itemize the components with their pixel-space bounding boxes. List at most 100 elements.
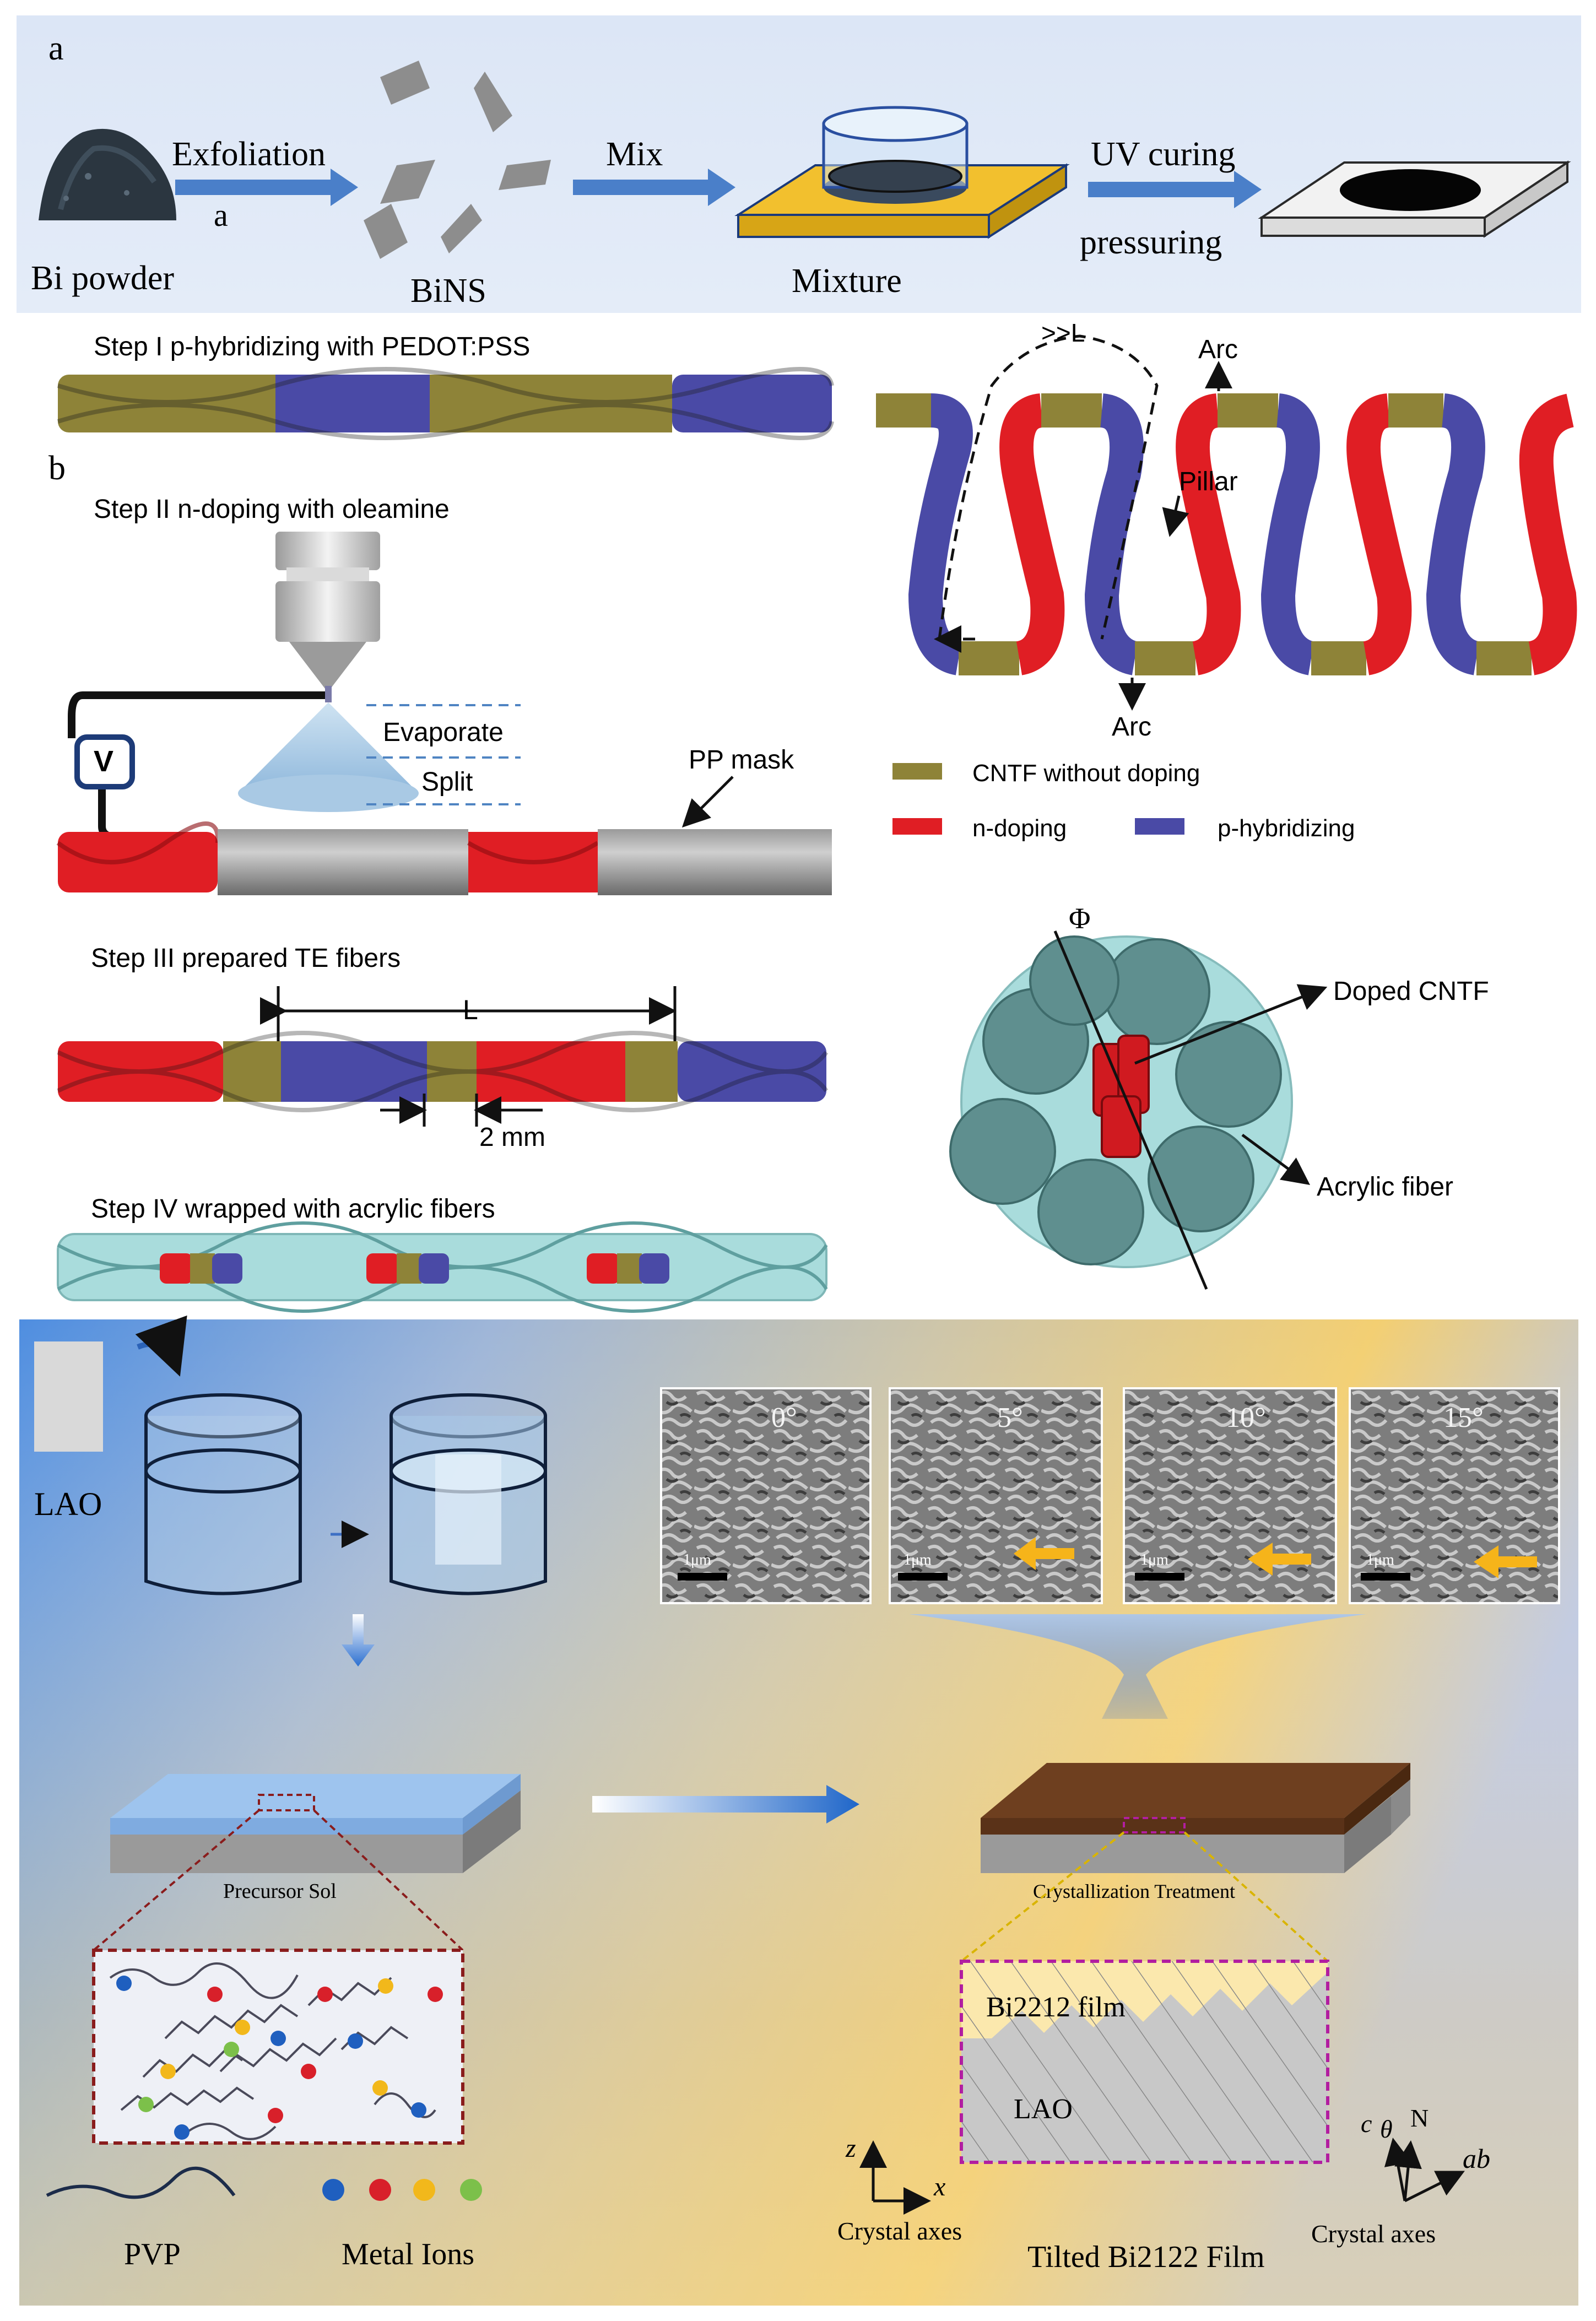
axis-n-label: N (1410, 2104, 1429, 2132)
doped-cntf-label: Doped CNTF (1333, 977, 1489, 1006)
panel-a-sublabel: a (214, 197, 228, 233)
evaporate-label: Evaporate (383, 718, 504, 747)
uv-curing-label: UV curing (1091, 136, 1235, 173)
spray-zone-lines (366, 704, 521, 805)
wrapped-core-2 (366, 1253, 449, 1284)
panel-c: c LAO Precursor Sol (19, 1315, 1578, 2306)
doped-cntf-pointer (1134, 984, 1328, 1065)
film-zoom-right (1183, 1831, 1329, 1962)
ion-swatch-blue (322, 2179, 344, 2201)
ion-swatch-yellow (413, 2179, 435, 2201)
ions-in-sol (116, 1976, 443, 2140)
film-zoom-left (960, 1831, 1125, 1962)
tilted-film-caption: Tilted Bi2122 Film (1027, 2240, 1265, 2274)
precursor-plate (110, 1774, 521, 1873)
crystal-axes-right (1384, 2138, 1465, 2203)
precursor-zoom-left (93, 1809, 260, 1951)
precursor-label: Precursor Sol (223, 1880, 337, 1903)
phi-label: Φ (1069, 902, 1090, 935)
bins-flakes (364, 61, 551, 259)
precursor-zoom-box (92, 1949, 464, 2145)
ion-swatch-red (369, 2179, 391, 2201)
arc-top-label: Arc (1198, 335, 1238, 364)
legend-swatch-n-doping (892, 818, 942, 835)
sem-tilt-arrow-10 (1248, 1543, 1311, 1576)
mixture-label: Mixture (792, 262, 902, 300)
axis-z-label: z (845, 2134, 856, 2163)
fiber-step4 (57, 1221, 828, 1313)
metal-ions-label: Metal Ions (342, 2237, 474, 2271)
wrapped-core-3 (587, 1253, 669, 1284)
dip-arrow (135, 1315, 187, 1377)
two-mm-dimension (380, 1094, 543, 1127)
axis-theta-label: θ (1380, 2115, 1393, 2143)
axis-c-label: c (1361, 2109, 1372, 2138)
sem-angle-15: 15° (1443, 1402, 1484, 1433)
sem-scale-15: 1μm (1366, 1551, 1394, 1568)
exfoliation-label: Exfoliation (172, 136, 326, 173)
film-layer-label: Bi2212 film (986, 1992, 1126, 2023)
bi-powder-heap (39, 128, 176, 220)
fiber-step3 (57, 1031, 829, 1112)
lao-substrate (34, 1341, 103, 1452)
sem-tilt-arrow-15 (1474, 1545, 1537, 1578)
crystallized-plate (981, 1763, 1410, 1873)
legend-label-cntf: CNTF without doping (972, 760, 1200, 787)
pvp-label: PVP (124, 2237, 181, 2271)
pp-mask-pointer (681, 776, 734, 828)
sem-panel-0: 0° 1μm (660, 1387, 872, 1604)
legend-swatch-cntf (892, 763, 942, 780)
pillar-label: Pillar (1179, 467, 1238, 496)
two-mm-label: 2 mm (479, 1123, 545, 1152)
axis-x-label: x (933, 2172, 945, 2201)
sem-panel-15: 15° 1μm (1349, 1387, 1560, 1604)
arc-bottom-label: Arc (1112, 712, 1151, 742)
bi-powder-label: Bi powder (31, 259, 174, 297)
sem-angle-5: 5° (997, 1402, 1023, 1433)
serpentine-fiber (876, 393, 1577, 675)
sem-scale-5: 1μm (904, 1551, 932, 1568)
step4-label: Step IV wrapped with acrylic fibers (91, 1194, 495, 1224)
pressuring-label: pressuring (1080, 224, 1222, 261)
substrate-layer-label: LAO (1014, 2093, 1073, 2125)
beaker-2 (389, 1393, 547, 1595)
panel-b: b Step I p-hybridizing with PEDOT:PSS St… (48, 318, 1577, 1313)
serpentine-legend: CNTF without doping n-doping p-hybridizi… (892, 760, 1355, 842)
crystal-axes-left-caption: Crystal axes (837, 2217, 962, 2245)
spray-nozzle (238, 532, 419, 812)
precursor-zoom-right (313, 1809, 464, 1951)
bins-label: BiNS (410, 272, 486, 310)
acrylic-fiber-label: Acrylic fiber (1317, 1172, 1453, 1202)
panel-b-label: b (48, 450, 66, 487)
ion-swatch-green (460, 2179, 482, 2201)
acrylic-fiber-pointer (1241, 1133, 1311, 1185)
voltage-label: V (94, 745, 113, 778)
sem-tilt-arrow-5 (1014, 1537, 1074, 1570)
loop-label: >>L (1041, 318, 1085, 347)
sem-angle-0: 0° (771, 1402, 797, 1433)
split-label: Split (421, 767, 473, 797)
crystal-axes-left (859, 2140, 931, 2215)
legend-label-n-doping: n-doping (972, 815, 1067, 842)
wrapped-core-1 (160, 1253, 242, 1284)
step3-label: Step III prepared TE fibers (91, 944, 401, 973)
crystallization-label: Crystallization Treatment (1033, 1880, 1235, 1902)
film-zoom-box (960, 1960, 1329, 2164)
fiber-step1 (57, 367, 834, 440)
process-arrow (592, 1785, 859, 1824)
panel-a: a Bi powder Exfoliation a BiNS Mix (17, 15, 1581, 313)
legend-label-p-hybridizing: p-hybridizing (1218, 815, 1355, 842)
length-label: L (463, 994, 478, 1025)
sem-panel-5: 5° 1μm (889, 1387, 1103, 1604)
legend-swatch-p-hybridizing (1135, 818, 1184, 835)
spray-cone (238, 702, 419, 793)
phi-axis (1053, 930, 1208, 1290)
step2-label: Step II n-doping with oleamine (94, 495, 450, 524)
panel-a-label: a (48, 30, 64, 67)
arrow-mix (573, 169, 735, 206)
arrow-exfoliation (175, 169, 358, 206)
axis-ab-label: ab (1463, 2143, 1490, 2174)
mix-label: Mix (606, 136, 663, 173)
down-arrow (342, 1614, 375, 1667)
final-film (1258, 160, 1571, 238)
